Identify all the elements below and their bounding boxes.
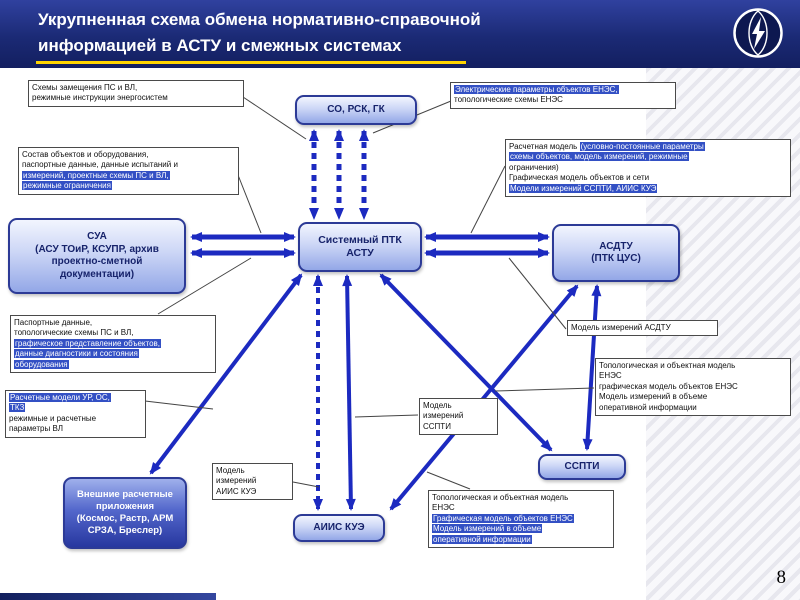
annotation-line-highlighted: Модели измерений ССПТИ, АИИС КУЭ bbox=[509, 183, 658, 193]
annotation-line: измерений bbox=[423, 411, 464, 421]
connector-callout-k bbox=[426, 471, 471, 490]
annotation-line: топологические схемы ПС и ВЛ, bbox=[14, 328, 134, 338]
slide-title-line1: Укрупненная схема обмена нормативно-спра… bbox=[38, 10, 481, 29]
slide-title: Укрупненная схема обмена нормативно-спра… bbox=[38, 7, 481, 60]
annotation-line: Топологическая и объектная модель bbox=[432, 493, 569, 502]
annotation-line: ЕНЭС bbox=[432, 503, 455, 513]
arrow-center-external bbox=[149, 273, 303, 475]
connector-callout-e bbox=[157, 257, 252, 315]
arrow-center-aiis bbox=[342, 274, 356, 511]
callout-asdtu-measurement-model: Модель измерений АСДТУ bbox=[567, 320, 718, 337]
annotation-line: Расчетная модель bbox=[509, 142, 580, 151]
connector-callout-h bbox=[354, 414, 419, 418]
annotation-line: режимные инструкции энергосистем bbox=[32, 93, 168, 103]
annotation-line: Топологическая и объектная модель bbox=[599, 361, 736, 370]
callout-calculation-model: Расчетная модель (условно-постоянные пар… bbox=[505, 139, 791, 197]
annotation-line: Схемы замещения ПС и ВЛ, bbox=[32, 83, 138, 92]
callout-substitution-schemes: Схемы замещения ПС и ВЛ, режимные инстру… bbox=[28, 80, 244, 107]
callout-electrical-parameters: Электрические параметры объектов ЕНЭС, т… bbox=[450, 82, 676, 109]
annotation-line: Состав объектов и оборудования, bbox=[22, 150, 149, 159]
annotation-line: ЕНЭС bbox=[599, 371, 622, 381]
annotation-line: АИИС КУЭ bbox=[216, 486, 257, 496]
callout-aiis-measurement-model: Модель измерений АИИС КУЭ bbox=[212, 463, 293, 501]
connector-callout-d bbox=[470, 165, 506, 234]
connector-callout-f bbox=[144, 400, 214, 410]
node-asdtu: АСДТУ (ПТК ЦУС) bbox=[552, 224, 680, 282]
annotation-line-highlighted: Модель измерений в объеме bbox=[432, 524, 543, 534]
annotation-line: Модель измерений в объеме bbox=[599, 392, 708, 402]
node-label: (ПТК ЦУС) bbox=[591, 253, 641, 264]
annotation-line: режимные и расчетные bbox=[9, 413, 97, 423]
title-underline bbox=[36, 61, 466, 64]
connector-callout-b bbox=[237, 174, 262, 234]
annotation-line: ССПТИ bbox=[423, 421, 451, 431]
node-label: проектно-сметной bbox=[51, 256, 143, 267]
node-label: АСТУ bbox=[346, 247, 374, 259]
connector-callout-a bbox=[242, 96, 307, 140]
node-aiis-kue: АИИС КУЭ bbox=[293, 514, 385, 542]
node-sspti: ССПТИ bbox=[538, 454, 626, 480]
node-so-rsk-gk: СО, РСК, ГК bbox=[295, 95, 417, 125]
slide-header: Укрупненная схема обмена нормативно-спра… bbox=[0, 0, 800, 68]
annotation-line-highlighted: оборудования bbox=[14, 359, 69, 369]
node-label: СРЗА, Бреслер) bbox=[87, 524, 163, 536]
annotation-line: параметры ВЛ bbox=[9, 424, 63, 434]
annotation-line-highlighted: Расчетные модели УР, ОС, bbox=[9, 393, 111, 402]
node-label: СУА bbox=[87, 231, 107, 242]
node-label: документации) bbox=[59, 268, 135, 280]
node-label: (Космос, Растр, АРМ bbox=[76, 513, 174, 524]
callout-enes-object-model-bottom: Топологическая и объектная модель ЕНЭС Г… bbox=[428, 490, 614, 548]
annotation-line-highlighted: режимные ограничения bbox=[22, 181, 112, 191]
annotation-line-highlighted: измерений, проектные схемы ПС и ВЛ, bbox=[22, 170, 170, 180]
node-system-ptk-astu: Системный ПТК АСТУ bbox=[298, 222, 422, 272]
node-external-apps: Внешние расчетные приложения (Космос, Ра… bbox=[63, 477, 187, 549]
annotation-line-highlighted: схемы объектов, модель измерений, режимн… bbox=[509, 152, 689, 162]
connector-callout-i bbox=[292, 481, 320, 488]
annotation-line: графическая модель объектов ЕНЭС bbox=[599, 381, 738, 391]
callout-enes-object-model-right: Топологическая и объектная модель ЕНЭС г… bbox=[595, 358, 791, 416]
annotation-line: Графическая модель объектов и сети bbox=[509, 173, 650, 183]
annotation-line: Модель измерений АСДТУ bbox=[571, 323, 671, 332]
annotation-line-highlighted: (условно-постоянные параметры bbox=[579, 142, 705, 151]
slide-title-line2: информацией в АСТУ и смежных системах bbox=[38, 36, 402, 56]
arrow-asdtu-sspti bbox=[582, 284, 602, 451]
node-label: (АСУ ТОиР, КСУПР, архив bbox=[35, 243, 159, 255]
callout-equipment-composition: Состав объектов и оборудования, паспортн… bbox=[18, 147, 239, 195]
node-sua: СУА (АСУ ТОиР, КСУПР, архив проектно-сме… bbox=[8, 218, 186, 294]
annotation-line: измерений bbox=[216, 476, 257, 486]
arrow-asdtu-aiis bbox=[389, 284, 579, 511]
annotation-line: паспортные данные, данные испытаний и bbox=[22, 160, 178, 170]
node-label: СО, РСК, ГК bbox=[327, 103, 385, 115]
page-number: 8 bbox=[776, 567, 787, 588]
node-label: Системный ПТК bbox=[318, 233, 402, 246]
footer-accent-bar bbox=[0, 593, 216, 600]
annotation-line-highlighted: графическое представление объектов, bbox=[14, 338, 161, 348]
node-label: АИИС КУЭ bbox=[313, 521, 365, 533]
annotation-line-highlighted: Электрические параметры объектов ЕНЭС, bbox=[454, 85, 619, 94]
annotation-line: топологические схемы ЕНЭС bbox=[454, 95, 563, 105]
node-label: ССПТИ bbox=[564, 460, 600, 472]
company-logo-icon bbox=[732, 7, 784, 59]
annotation-line-highlighted: Графическая модель объектов ЕНЭС bbox=[432, 513, 574, 523]
callout-sspti-measurement-model: Модель измерений ССПТИ bbox=[419, 398, 498, 436]
connector-callout-j bbox=[494, 387, 595, 392]
node-label: Внешние расчетные bbox=[77, 489, 173, 501]
annotation-line: ограничения) bbox=[509, 162, 559, 172]
node-label: АСДТУ bbox=[599, 240, 633, 252]
annotation-line: оперативной информации bbox=[599, 402, 697, 412]
annotation-line: Модель bbox=[216, 466, 245, 475]
callout-calc-models-ur-os-tkz: Расчетные модели УР, ОС, ТКЗ режимные и … bbox=[5, 390, 146, 438]
annotation-line-highlighted: ТКЗ bbox=[9, 403, 26, 413]
annotation-line-highlighted: данные диагностики и состояния bbox=[14, 349, 139, 359]
annotation-line: Модель bbox=[423, 401, 452, 410]
connector-callout-g bbox=[508, 257, 567, 330]
annotation-line-highlighted: оперативной информации bbox=[432, 534, 532, 544]
callout-passport-data: Паспортные данные, топологические схемы … bbox=[10, 315, 216, 373]
annotation-line: Паспортные данные, bbox=[14, 318, 93, 327]
node-label: приложения bbox=[96, 501, 154, 513]
